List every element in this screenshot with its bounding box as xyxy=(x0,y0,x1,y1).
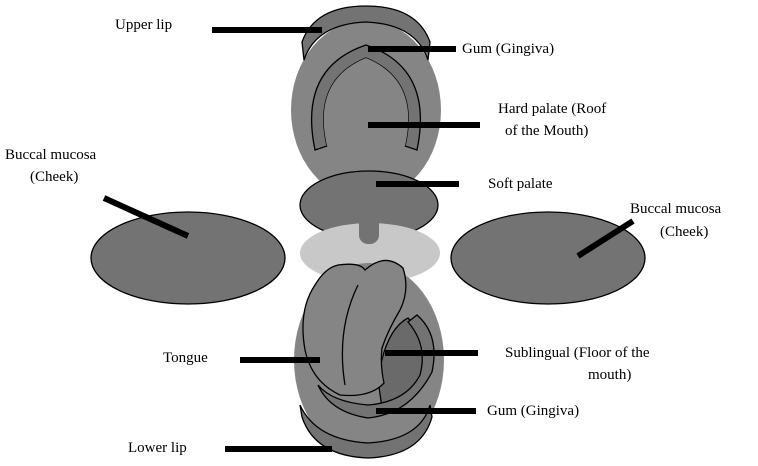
sublingual-label-line2: mouth) xyxy=(588,367,631,383)
soft-palate-label: Soft palate xyxy=(488,176,553,192)
tongue-label: Tongue xyxy=(163,350,208,366)
left-cheek-shape xyxy=(91,212,285,304)
left-buccal-label-line2: (Cheek) xyxy=(30,169,78,185)
lower-gum-label: Gum (Gingiva) xyxy=(487,403,579,419)
upper-lip-label: Upper lip xyxy=(115,17,172,33)
upper-gum-label: Gum (Gingiva) xyxy=(462,41,554,57)
lower-lip-label: Lower lip xyxy=(128,440,187,456)
uvula-shape xyxy=(359,208,379,244)
hard-palate-label-line1: Hard palate (Roof xyxy=(498,101,606,117)
right-cheek-shape xyxy=(451,212,645,304)
right-buccal-label-line2: (Cheek) xyxy=(660,224,708,240)
left-buccal-label-line1: Buccal mucosa xyxy=(5,147,97,163)
sublingual-label-line1: Sublingual (Floor of the xyxy=(505,345,650,361)
hard-palate-label-line2: of the Mouth) xyxy=(505,123,588,139)
right-buccal-label-line1: Buccal mucosa xyxy=(630,201,722,217)
